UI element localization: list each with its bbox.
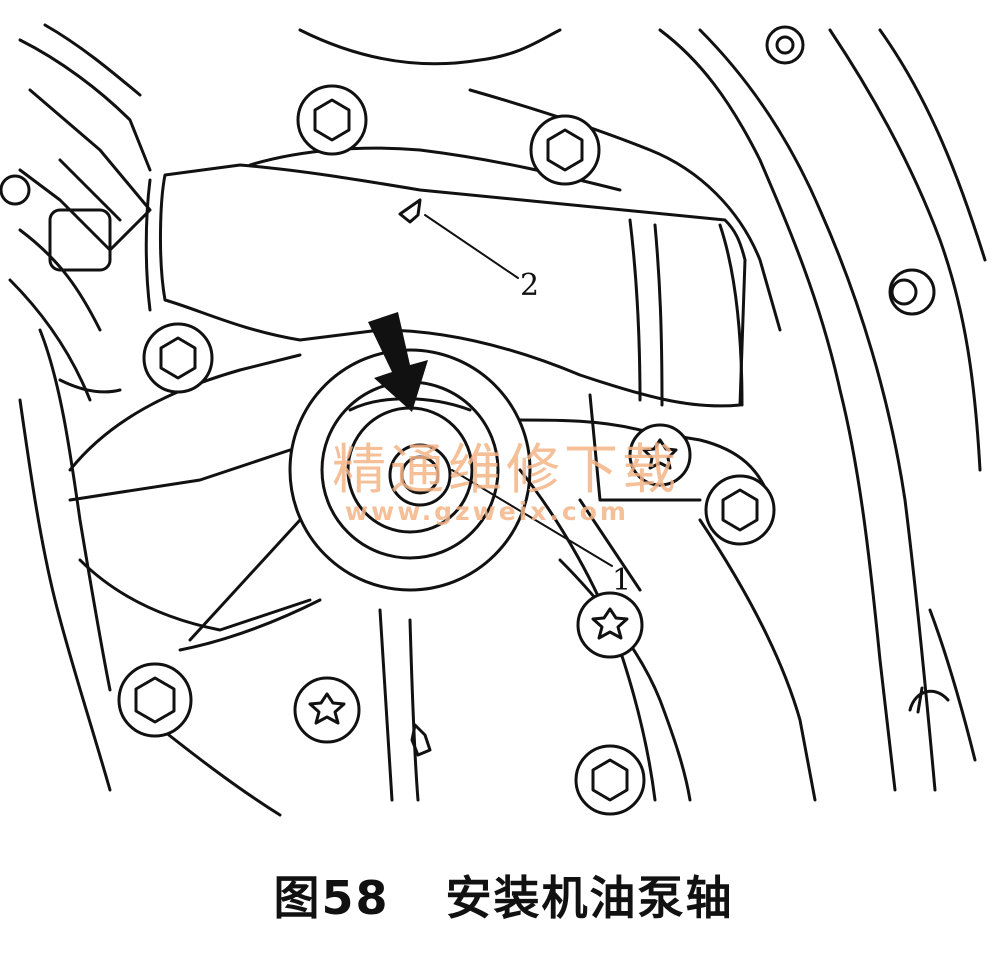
torx-bolt-right-lower (576, 591, 644, 659)
bolt-bottom-right (574, 744, 646, 816)
torx-bolt-bottom-center (293, 676, 361, 744)
bolt-top-left (296, 84, 368, 156)
watermark-text: 精通维修下载 (332, 438, 680, 501)
oil-pump-shaft-diagram: 2 1 精通维修下载 www.gzweix.com (0, 23, 987, 817)
left-fitting (0, 88, 152, 402)
callout-2: 2 (520, 268, 539, 303)
watermark-url: www.gzweix.com (345, 497, 629, 526)
bolt-left (142, 322, 214, 394)
watermark: 精通维修下载 www.gzweix.com (332, 438, 680, 526)
figure-caption: 图58 安装机油泵轴 (0, 862, 1007, 928)
torx-bolt-right-upper (628, 423, 692, 487)
cover-plate (144, 146, 747, 408)
hex-bolts (117, 84, 776, 816)
figure-title: 安装机油泵轴 (445, 871, 734, 925)
dowel-holes (410, 25, 950, 757)
callout-1: 1 (612, 563, 631, 598)
torx-bolts (293, 423, 692, 744)
bolt-right (704, 474, 776, 546)
leader-lines (424, 214, 613, 567)
leader-line-1 (451, 469, 613, 567)
bolt-bottom-left (117, 662, 193, 738)
installation-arrow (368, 312, 428, 412)
pump-body (68, 353, 772, 652)
leader-line-2 (424, 214, 519, 279)
bolt-top-center (529, 114, 601, 186)
figure-number: 图58 (273, 871, 390, 925)
